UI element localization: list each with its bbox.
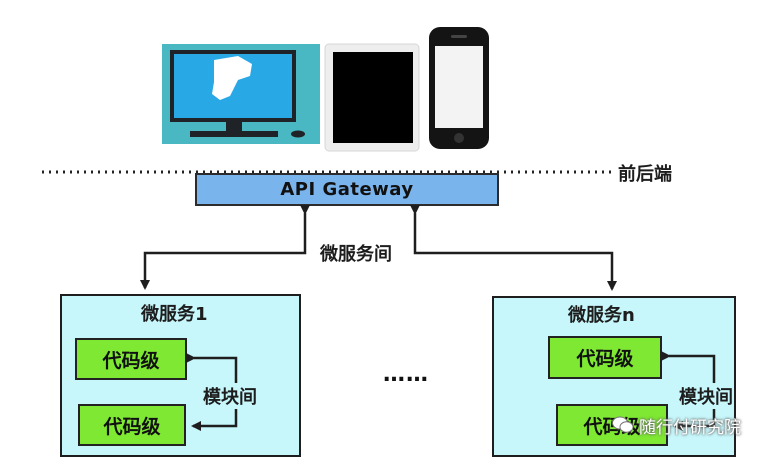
code-level-box-left-top: 代码级 bbox=[75, 338, 187, 380]
microservice-n-title: 微服务n bbox=[568, 305, 635, 326]
code-level-box-left-bottom: 代码级 bbox=[78, 404, 186, 446]
api-gateway-box: API Gateway bbox=[195, 173, 499, 206]
inter-service-label: 微服务间 bbox=[320, 240, 392, 266]
arrow-gateway-to-service-1 bbox=[140, 205, 310, 290]
watermark: 随行付研究院 bbox=[612, 412, 741, 438]
smartphone-icon bbox=[429, 27, 489, 149]
ellipsis: …… bbox=[383, 362, 429, 387]
module-label-right-overlay: 模块间 bbox=[679, 383, 733, 409]
tablet-icon bbox=[324, 43, 420, 152]
watermark-text: 随行付研究院 bbox=[639, 417, 741, 438]
wechat-icon bbox=[612, 416, 634, 433]
arrow-gateway-to-service-n bbox=[410, 205, 617, 291]
microservice-1-title: 微服务1 bbox=[141, 304, 208, 325]
module-label-left-overlay: 模块间 bbox=[203, 383, 257, 409]
desktop-monitor-icon bbox=[162, 44, 320, 144]
code-level-box-right-top: 代码级 bbox=[548, 336, 662, 379]
frontend-label: 前后端 bbox=[618, 164, 672, 185]
